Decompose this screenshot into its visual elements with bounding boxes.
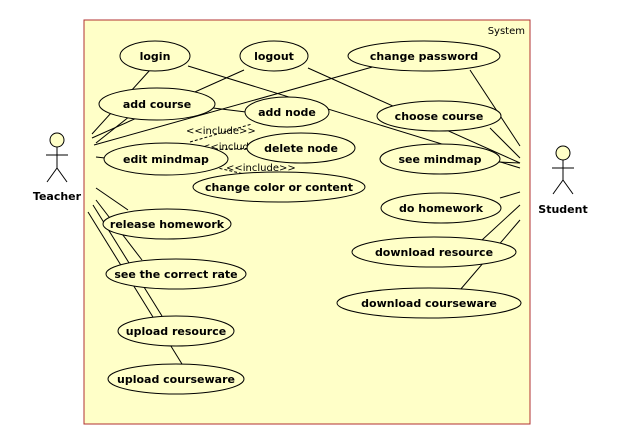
use-case-logout-label: logout	[254, 50, 294, 63]
use-case-login-label: login	[140, 50, 171, 63]
teacher-head-icon	[49, 132, 65, 148]
teacher-actor[interactable]	[46, 132, 68, 183]
use-case-change-color[interactable]: change color or content	[192, 171, 366, 203]
use-case-release-homework-label: release homework	[110, 218, 225, 231]
use-case-add-course[interactable]: add course	[98, 87, 216, 121]
use-case-logout[interactable]: logout	[239, 40, 309, 72]
assoc-teacher-release-homework	[95, 187, 129, 211]
include-label-3: <<include>>	[226, 163, 296, 174]
assoc-teacher-add-course	[95, 115, 131, 144]
use-case-upload-courseware-label: upload courseware	[117, 373, 235, 386]
student-leg-right	[562, 179, 574, 195]
assoc-student-change-password	[469, 69, 521, 147]
use-case-download-resource[interactable]: download resource	[351, 236, 517, 268]
teacher-label: Teacher	[33, 190, 82, 203]
student-actor[interactable]	[552, 145, 574, 195]
student-leg-left	[552, 179, 564, 195]
use-case-change-color-label: change color or content	[205, 181, 353, 194]
use-case-see-correct-rate-label: see the correct rate	[114, 268, 237, 281]
teacher-leg-right	[56, 167, 68, 183]
student-label: Student	[538, 203, 587, 216]
use-case-download-resource-label: download resource	[375, 246, 493, 259]
use-case-do-homework[interactable]: do homework	[380, 192, 502, 224]
use-case-add-node[interactable]: add node	[244, 96, 330, 128]
assoc-student-do-homework	[499, 191, 521, 199]
include-label-2: <<include>>	[202, 142, 272, 153]
use-case-edit-mindmap[interactable]: edit mindmap	[103, 142, 229, 176]
use-case-see-correct-rate[interactable]: see the correct rate	[105, 258, 247, 290]
use-case-edit-mindmap-label: edit mindmap	[123, 153, 209, 166]
use-case-upload-resource-label: upload resource	[126, 325, 226, 338]
assoc-teacher-edit-mindmap	[95, 156, 106, 159]
use-case-release-homework[interactable]: release homework	[102, 208, 232, 240]
use-case-do-homework-label: do homework	[399, 202, 484, 215]
use-case-see-mindmap[interactable]: see mindmap	[379, 143, 501, 175]
use-case-upload-courseware[interactable]: upload courseware	[107, 363, 245, 395]
use-case-choose-course-label: choose course	[395, 110, 484, 123]
student-head-icon	[555, 145, 571, 161]
assoc-student-choose-course	[489, 127, 521, 159]
use-case-login[interactable]: login	[119, 40, 191, 72]
system-label: System	[488, 26, 525, 37]
assoc-student-download-resource	[481, 204, 521, 241]
use-case-delete-node-label: delete node	[264, 142, 338, 155]
use-case-download-courseware-label: download courseware	[361, 297, 497, 310]
use-case-see-mindmap-label: see mindmap	[399, 153, 482, 166]
include-label-1: <<include>>	[186, 126, 256, 137]
use-case-delete-node[interactable]: delete node	[246, 132, 356, 164]
use-case-change-password-label: change password	[370, 50, 478, 63]
use-case-change-password[interactable]: change password	[347, 40, 501, 72]
assoc-teacher-change-password	[93, 65, 377, 146]
use-case-upload-resource[interactable]: upload resource	[117, 315, 235, 347]
use-case-add-node-label: add node	[258, 106, 316, 119]
use-case-download-courseware[interactable]: download courseware	[336, 287, 522, 319]
use-case-add-course-label: add course	[123, 98, 191, 111]
use-case-choose-course[interactable]: choose course	[376, 100, 502, 132]
teacher-leg-left	[46, 167, 58, 183]
include-edit-add-node	[189, 123, 253, 143]
assoc-student-see-mindmap	[497, 161, 521, 164]
